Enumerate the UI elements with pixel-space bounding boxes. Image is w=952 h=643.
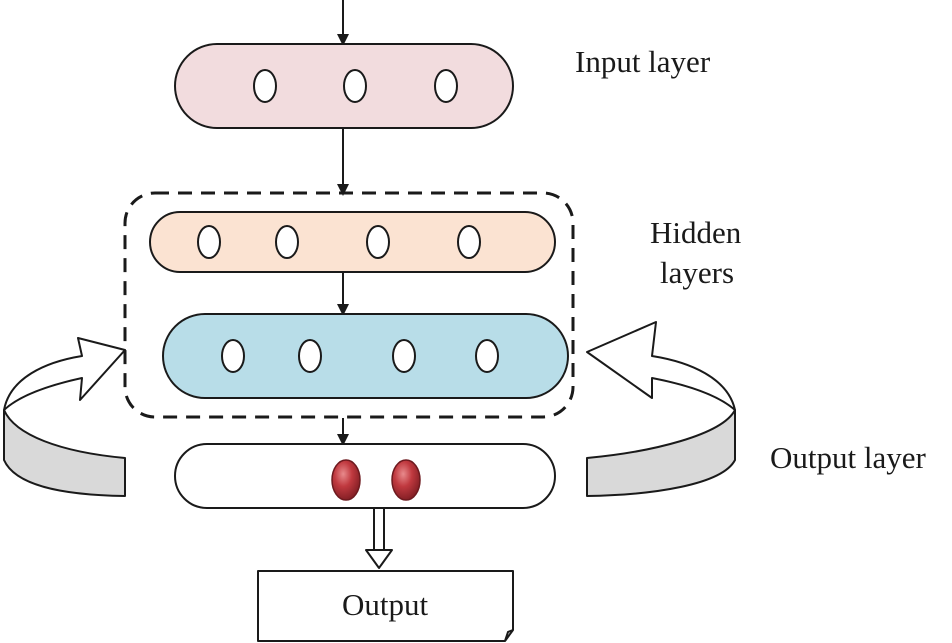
hidden-layers-label-line1: Hidden: [650, 215, 742, 250]
output-layer-label: Output layer: [770, 440, 926, 475]
output-layer-capsule: [174, 443, 556, 509]
output-box: [257, 570, 514, 642]
hidden2-node-4: [475, 339, 499, 373]
hidden1-node-3: [366, 225, 390, 259]
output-node-2: [391, 459, 421, 501]
hidden-layers-frame: [123, 191, 575, 419]
hidden1-node-4: [457, 225, 481, 259]
hidden-layers-label-line2: layers: [660, 255, 734, 290]
output-box-label: Output: [342, 587, 429, 622]
output-node-1: [331, 459, 361, 501]
output-layer-nodes: [331, 459, 421, 501]
hidden2-node-2: [298, 339, 322, 373]
hidden-layer-1-capsule: [149, 211, 556, 273]
input-node-3: [434, 69, 458, 103]
hidden2-node-3: [392, 339, 416, 373]
input-layer-label: Input layer: [575, 44, 711, 79]
hidden-layer-2-nodes: [221, 339, 499, 373]
input-node-2: [343, 69, 367, 103]
hidden1-node-2: [275, 225, 299, 259]
hidden2-node-1: [221, 339, 245, 373]
left-feedback-arrow-icon: [3, 337, 126, 497]
hidden1-node-1: [197, 225, 221, 259]
hidden-layer-1-nodes: [197, 225, 481, 259]
hidden-layer-2-capsule: [162, 313, 569, 399]
right-feedback-arrow-icon: [586, 321, 736, 497]
input-node-1: [253, 69, 277, 103]
output-double-arrow-icon: [365, 508, 393, 569]
input-layer-nodes: [253, 69, 458, 103]
